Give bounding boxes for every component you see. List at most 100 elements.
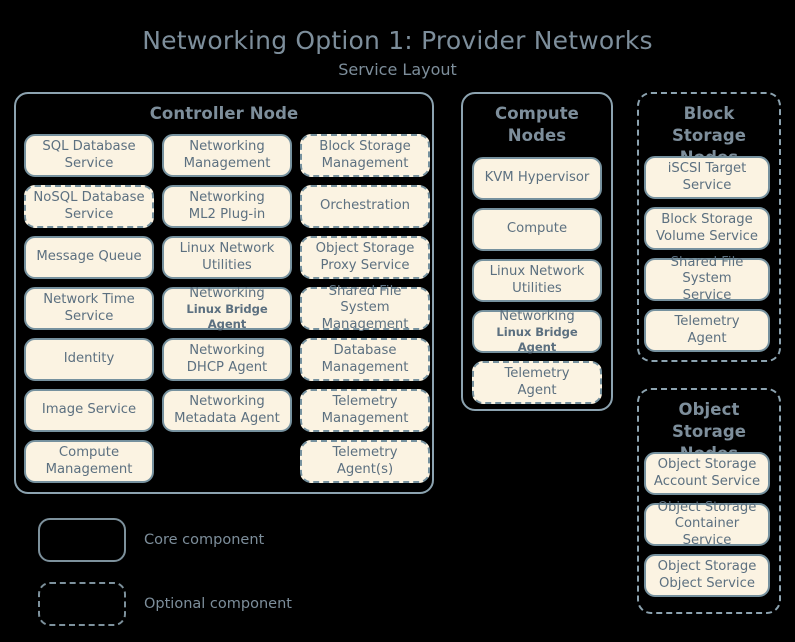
legend-core: Core component (38, 518, 264, 562)
service-box[interactable]: Orchestration (300, 185, 430, 228)
service-box-label-line2: Service (64, 206, 114, 222)
service-box[interactable]: Image Service (24, 389, 154, 432)
service-box-label-line2: Metadata Agent (174, 410, 280, 426)
service-box-label-line2: Agent (687, 330, 727, 346)
service-box-label-line2: Utilities (202, 257, 252, 273)
service-box-label-line1: Block Storage (319, 139, 411, 154)
service-box-label-line1: NoSQL Database (33, 190, 145, 205)
service-box-label-line1: Object Storage (657, 499, 757, 515)
legend-optional: Optional component (38, 582, 292, 626)
service-box-label-line2: Container Service (674, 516, 740, 548)
service-box[interactable]: Identity (24, 338, 154, 381)
service-box[interactable]: Compute (472, 208, 602, 251)
service-box-label-line1: Telemetry (674, 314, 740, 329)
service-box-label-line1: Compute (506, 221, 568, 237)
service-box-label-line2: Service (682, 177, 732, 193)
service-box-label-line1: Object Storage (657, 457, 757, 472)
service-box-label-line1: Linux Network (489, 264, 585, 279)
service-box-label-line1: Shared File System (328, 283, 402, 316)
service-box-label-line2: Object Service (659, 575, 755, 591)
service-box-label-line1: Block Storage (661, 212, 753, 227)
legend-optional-swatch (38, 582, 126, 626)
service-box-label-line2: Management (321, 155, 409, 171)
grid-spacer (162, 440, 292, 483)
service-box-label-line1: Networking (189, 190, 265, 205)
service-box-label-line2: Management (45, 461, 133, 477)
service-box-label-line1: Message Queue (36, 249, 142, 265)
service-box-label-line2: Management (321, 410, 409, 426)
service-box-label-line2: Management (321, 359, 409, 375)
service-box-label-line1: Linux Network (179, 241, 275, 256)
service-box-label-line1: Object Storage (657, 559, 757, 574)
service-box-label-line1: Compute (58, 445, 120, 460)
service-box-label-line1: Database (333, 343, 397, 358)
service-box[interactable]: KVM Hypervisor (472, 157, 602, 200)
controller-node-title: Controller Node (149, 104, 299, 123)
service-box-label-line2: Agent (517, 382, 557, 398)
service-box-label-line1: Networking (499, 308, 575, 324)
compute-nodes-container: Compute Nodes (461, 92, 613, 411)
service-box-label-line1: KVM Hypervisor (484, 170, 590, 186)
service-box-label-line1: Networking (189, 343, 265, 358)
service-box-label-line2: Proxy Service (320, 257, 410, 273)
service-box-label-line1: iSCSI Target (667, 161, 747, 176)
service-box-label-line2: Management (321, 316, 409, 332)
controller-node-container: Controller Node (14, 92, 434, 494)
service-box-label-line1: SQL Database (42, 139, 136, 154)
service-box-label-line1: Object Storage (315, 241, 415, 256)
service-box-label-line1: Shared File System (670, 254, 744, 287)
service-box-label-line1: Identity (63, 351, 115, 367)
service-box-label-line2: Account Service (653, 473, 761, 489)
service-box-label-line1: Network Time (43, 292, 135, 307)
page-subtitle: Service Layout (338, 60, 457, 79)
service-box-label-line1: Telemetry (332, 445, 398, 460)
legend-optional-label: Optional component (144, 596, 292, 612)
service-box[interactable]: Message Queue (24, 236, 154, 279)
legend-core-swatch (38, 518, 126, 562)
service-box-label-line2: Utilities (512, 280, 562, 296)
service-box-label-line2: Agent(s) (336, 461, 394, 477)
service-box-label-line2: DHCP Agent (186, 359, 268, 375)
service-box-label-line1: Networking (189, 285, 265, 301)
service-box-label-line1: Image Service (41, 402, 137, 418)
service-box-label-line1: Networking (189, 394, 265, 409)
service-box-label-line2: ML2 Plug-in (188, 206, 266, 222)
service-box-label-line2: Service (64, 308, 114, 324)
service-box-label-line1: Orchestration (319, 198, 411, 214)
legend-core-label: Core component (144, 532, 265, 548)
service-box-label-line2: Service (64, 155, 114, 171)
service-box-label-line1: Telemetry (504, 366, 570, 381)
service-box-label-line1: Telemetry (332, 394, 398, 409)
service-box-label-line2: Service (682, 287, 732, 303)
